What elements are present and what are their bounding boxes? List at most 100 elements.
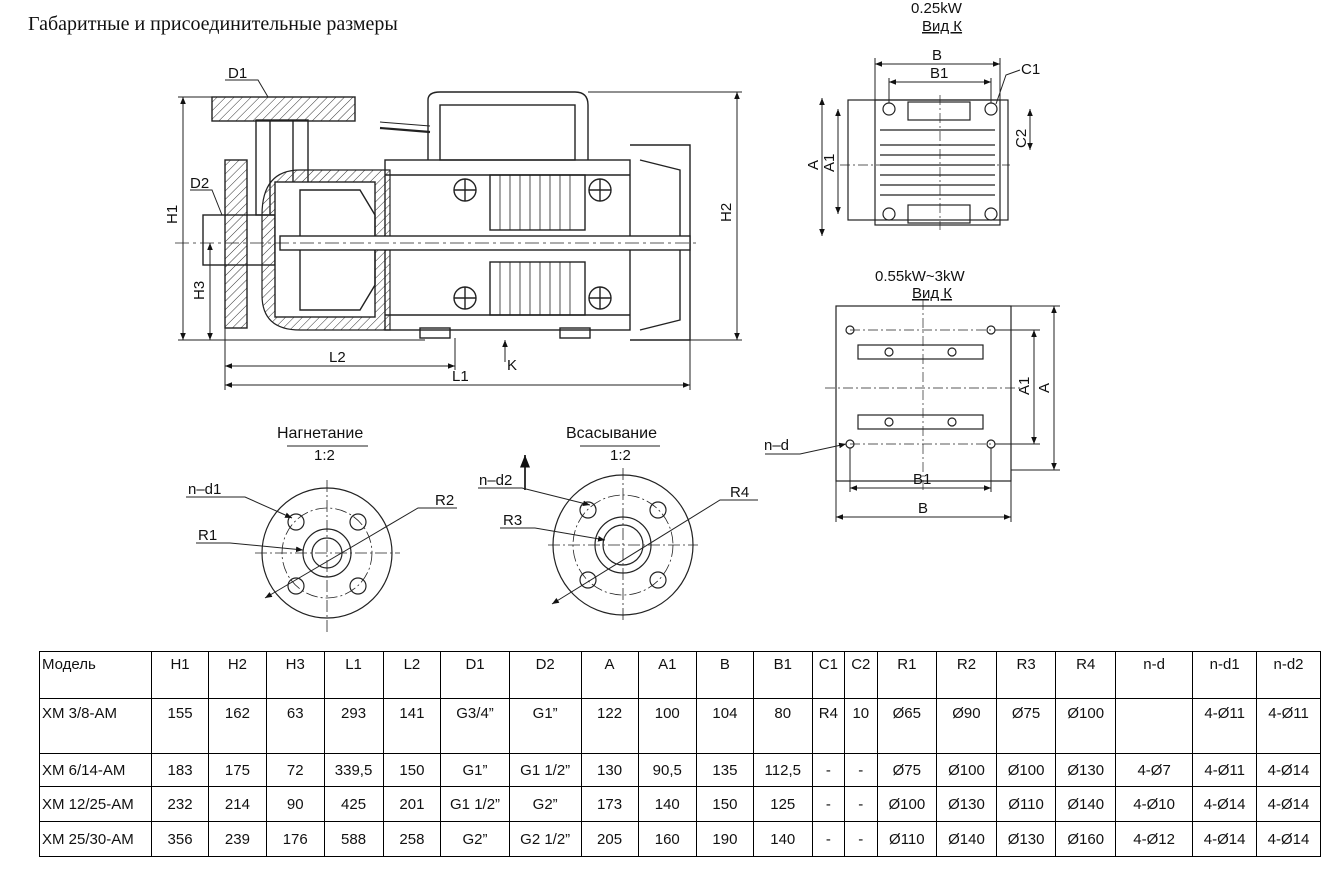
flange-suction-drawing bbox=[548, 468, 698, 622]
table-cell: 232 bbox=[151, 786, 210, 822]
column-header: L2 bbox=[382, 651, 442, 699]
table-cell: Ø140 bbox=[936, 821, 997, 857]
column-header: R4 bbox=[1055, 651, 1117, 699]
view-large-label-b1: B1 bbox=[913, 471, 931, 488]
flange-discharge-label-r2: R2 bbox=[435, 492, 454, 509]
table-cell: 125 bbox=[752, 786, 813, 822]
table-cell: Ø75 bbox=[995, 698, 1057, 754]
table-cell: Ø100 bbox=[936, 753, 997, 787]
column-header: L1 bbox=[323, 651, 384, 699]
table-cell: - bbox=[811, 753, 846, 787]
table-cell: - bbox=[844, 821, 878, 857]
table-cell: G2” bbox=[440, 821, 510, 857]
table-cell: G1” bbox=[508, 698, 582, 754]
label-l1: L1 bbox=[452, 368, 469, 385]
table-cell: Ø90 bbox=[936, 698, 997, 754]
table-cell: 4-Ø14 bbox=[1256, 753, 1321, 787]
view-large-dimensions bbox=[765, 305, 1060, 522]
table-cell: 141 bbox=[382, 698, 442, 754]
table-cell: 10 bbox=[844, 698, 878, 754]
table-cell: G3/4” bbox=[440, 698, 510, 754]
flange-discharge-label-nd1: n–d1 bbox=[188, 481, 221, 498]
view-large-label-a1: A1 bbox=[1016, 377, 1033, 395]
table-cell: 4-Ø14 bbox=[1256, 821, 1321, 857]
model-cell: XM 25/30-AM bbox=[38, 821, 153, 857]
table-cell: 112,5 bbox=[752, 753, 813, 787]
model-cell: XM 6/14-AM bbox=[38, 753, 153, 787]
table-cell: Ø140 bbox=[1055, 786, 1117, 822]
table-cell: Ø160 bbox=[1055, 821, 1117, 857]
table-cell: R4 bbox=[811, 698, 846, 754]
table-cell: 588 bbox=[323, 821, 384, 857]
table-cell: Ø130 bbox=[1055, 753, 1117, 787]
table-cell: G1” bbox=[440, 753, 510, 787]
table-cell: Ø75 bbox=[876, 753, 938, 787]
table-cell: G2” bbox=[508, 786, 582, 822]
flange-discharge-title: Нагнетание bbox=[277, 425, 363, 442]
view-small-title: Вид К bbox=[922, 18, 962, 35]
table-cell: 214 bbox=[208, 786, 267, 822]
table-cell: 135 bbox=[695, 753, 754, 787]
table-cell: 176 bbox=[265, 821, 325, 857]
view-large-title: Вид К bbox=[912, 285, 952, 302]
column-header: A bbox=[580, 651, 639, 699]
view-small-label-b1: B1 bbox=[930, 65, 948, 82]
column-header: n-d2 bbox=[1256, 651, 1321, 699]
table-cell: Ø65 bbox=[876, 698, 938, 754]
column-header: C2 bbox=[844, 651, 878, 699]
label-k: K bbox=[507, 357, 517, 374]
table-cell: 4-Ø11 bbox=[1256, 698, 1321, 754]
view-small-label-a: A bbox=[805, 160, 822, 170]
view-large-power: 0.55kW~3kW bbox=[875, 268, 965, 285]
column-header: D1 bbox=[440, 651, 510, 699]
label-h2: H2 bbox=[718, 203, 735, 222]
table-cell: 339,5 bbox=[323, 753, 384, 787]
table-cell: 140 bbox=[637, 786, 697, 822]
table-cell: 90 bbox=[265, 786, 325, 822]
table-cell: 150 bbox=[382, 753, 442, 787]
column-header: Модель bbox=[38, 651, 153, 699]
table-cell: 258 bbox=[382, 821, 442, 857]
column-header: H3 bbox=[265, 651, 325, 699]
column-header: D2 bbox=[508, 651, 582, 699]
pump-side-view bbox=[175, 91, 700, 341]
column-header: R3 bbox=[995, 651, 1057, 699]
label-d2: D2 bbox=[190, 175, 209, 192]
table-cell: - bbox=[844, 753, 878, 787]
table-cell: 63 bbox=[265, 698, 325, 754]
view-small-power: 0.25kW bbox=[911, 0, 963, 17]
table-cell: 100 bbox=[637, 698, 697, 754]
table-cell bbox=[1115, 698, 1194, 754]
table-cell: 150 bbox=[695, 786, 754, 822]
flange-discharge-dimensions bbox=[186, 496, 457, 599]
view-small-dimensions bbox=[819, 58, 1033, 236]
label-l2: L2 bbox=[329, 349, 346, 366]
table-cell: 293 bbox=[323, 698, 384, 754]
view-large-label-b: B bbox=[918, 500, 928, 517]
table-cell: G2 1/2” bbox=[508, 821, 582, 857]
flange-discharge-scale: 1:2 bbox=[314, 447, 335, 464]
table-cell: 425 bbox=[323, 786, 384, 822]
table-cell: 160 bbox=[637, 821, 697, 857]
table-cell: 80 bbox=[752, 698, 813, 754]
table-cell: 4-Ø14 bbox=[1256, 786, 1321, 822]
label-h3: H3 bbox=[191, 281, 208, 300]
side-view-dimensions bbox=[178, 79, 742, 390]
column-header: C1 bbox=[811, 651, 846, 699]
table-cell: Ø130 bbox=[995, 821, 1057, 857]
view-small-label-b: B bbox=[932, 47, 942, 64]
column-header: n-d bbox=[1115, 651, 1194, 699]
flange-suction-label-nd2: n–d2 bbox=[479, 472, 512, 489]
table-cell: 175 bbox=[208, 753, 267, 787]
view-small-label-c1: C1 bbox=[1021, 61, 1040, 78]
table-cell: 173 bbox=[580, 786, 639, 822]
table-cell: 4-Ø11 bbox=[1192, 753, 1258, 787]
table-cell: 122 bbox=[580, 698, 639, 754]
flange-suction-scale: 1:2 bbox=[610, 447, 631, 464]
view-large-label-a: A bbox=[1036, 383, 1053, 393]
table-cell: G1 1/2” bbox=[440, 786, 510, 822]
table-cell: 4-Ø7 bbox=[1115, 753, 1194, 787]
